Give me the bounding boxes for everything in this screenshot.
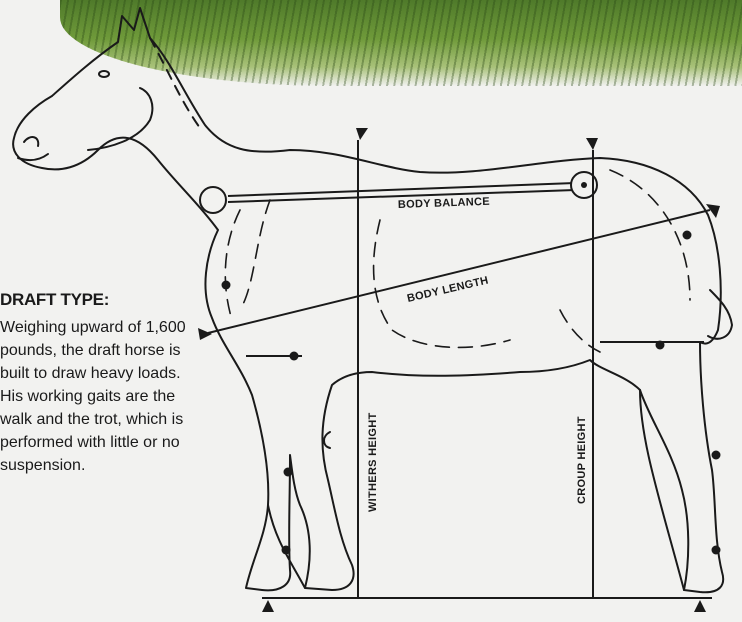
label-body-length: BODY LENGTH [406,275,490,305]
joint-dot-hip [683,231,692,240]
joint-dot-elbow [222,281,231,290]
chestnut-mark [324,432,330,448]
marker-ground-rear [694,600,706,612]
joint-dot-stifle [656,341,665,350]
joint-dot-fetlock-front [282,546,291,555]
label-body-balance: BODY BALANCE [398,196,490,211]
joint-dot-fetlock-rear [712,546,721,555]
contour-forearm [240,200,270,310]
horse-nostril [24,137,38,146]
horse-eye [99,71,109,77]
contour-shoulder [225,210,240,320]
body-length-line [208,210,710,333]
joint-dot-knee [290,352,299,361]
contour-barrel [374,220,510,347]
marker-croup [586,138,598,150]
joint-dot-hock [712,451,721,460]
caption-title: DRAFT TYPE: [0,290,200,310]
caption-block: DRAFT TYPE: Weighing upward of 1,600 pou… [0,290,200,477]
body-balance-dot [581,182,587,188]
marker-body-length-front [198,328,212,340]
body-balance-circle-front [200,187,226,213]
marker-ground-front [262,600,274,612]
caption-body: Weighing upward of 1,600 pounds, the dra… [0,316,200,477]
contour-hindquarter [610,170,690,300]
horse-jaw [88,88,152,150]
horse-mouth [18,154,48,160]
joint-dot-cannon [284,468,293,477]
body-balance-line-top [228,183,575,196]
hind-leg-inner [640,390,684,590]
label-croup-height: CROUP HEIGHT [576,416,588,504]
marker-withers [356,128,368,140]
label-withers-height: WITHERS HEIGHT [367,412,379,512]
horse-mane [150,38,200,128]
